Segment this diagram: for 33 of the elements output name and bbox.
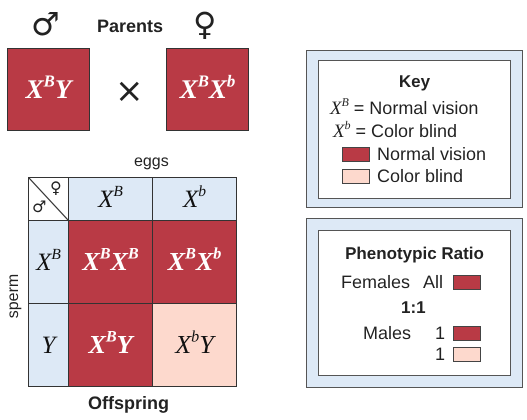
ratio-text: 1: [435, 324, 446, 342]
egg-allele-cell: X$^{B}$: [68, 177, 153, 221]
female-symbol: ♀: [193, 8, 216, 40]
male-symbol: ♂: [31, 8, 60, 40]
legend-label: Normal vision: [377, 145, 486, 163]
ratio-text: Females: [341, 273, 410, 291]
female-symbol: ♀: [50, 180, 62, 196]
key-definition: X$^{b}$ = Color blind: [333, 122, 458, 141]
sperm-allele-cell: X$^{B}$: [28, 220, 69, 304]
ratio-text: All: [423, 273, 444, 291]
egg-allele-cell: X$^{b}$: [152, 177, 237, 221]
offspring-genotype-cell: X$^{B}$X$^{B}$: [68, 220, 153, 304]
male-symbol: ♂: [32, 199, 46, 215]
section-heading: Parents: [97, 17, 164, 35]
section-heading: Offspring: [88, 394, 169, 412]
key-definition: X$^{B}$ = Normal vision: [330, 99, 478, 118]
ratio-heading: Phenotypic Ratio: [344, 245, 485, 262]
legend-label: Color blind: [377, 167, 464, 185]
offspring-genotype-cell: X$^{B}$Y: [68, 303, 153, 387]
parent-genotype-tile: X$^{B}$X$^{b}$: [166, 48, 249, 131]
axis-label: eggs: [134, 154, 169, 170]
ratio-text: 1:1: [401, 299, 426, 316]
ratio-text: Males: [363, 324, 412, 342]
offspring-genotype-cell: X$^{B}$X$^{b}$: [152, 220, 237, 304]
cross-symbol: ×: [115, 74, 144, 108]
key-heading: Key: [398, 73, 432, 90]
axis-label: sperm: [6, 274, 22, 318]
key-panel: [306, 50, 523, 208]
parent-genotype-tile: X$^{B}$Y: [7, 48, 90, 131]
sperm-allele-cell: Y: [28, 303, 69, 387]
ratio-panel: [306, 218, 523, 388]
offspring-genotype-cell: X$^{b}$Y: [152, 303, 237, 387]
ratio-text: 1: [435, 345, 446, 363]
